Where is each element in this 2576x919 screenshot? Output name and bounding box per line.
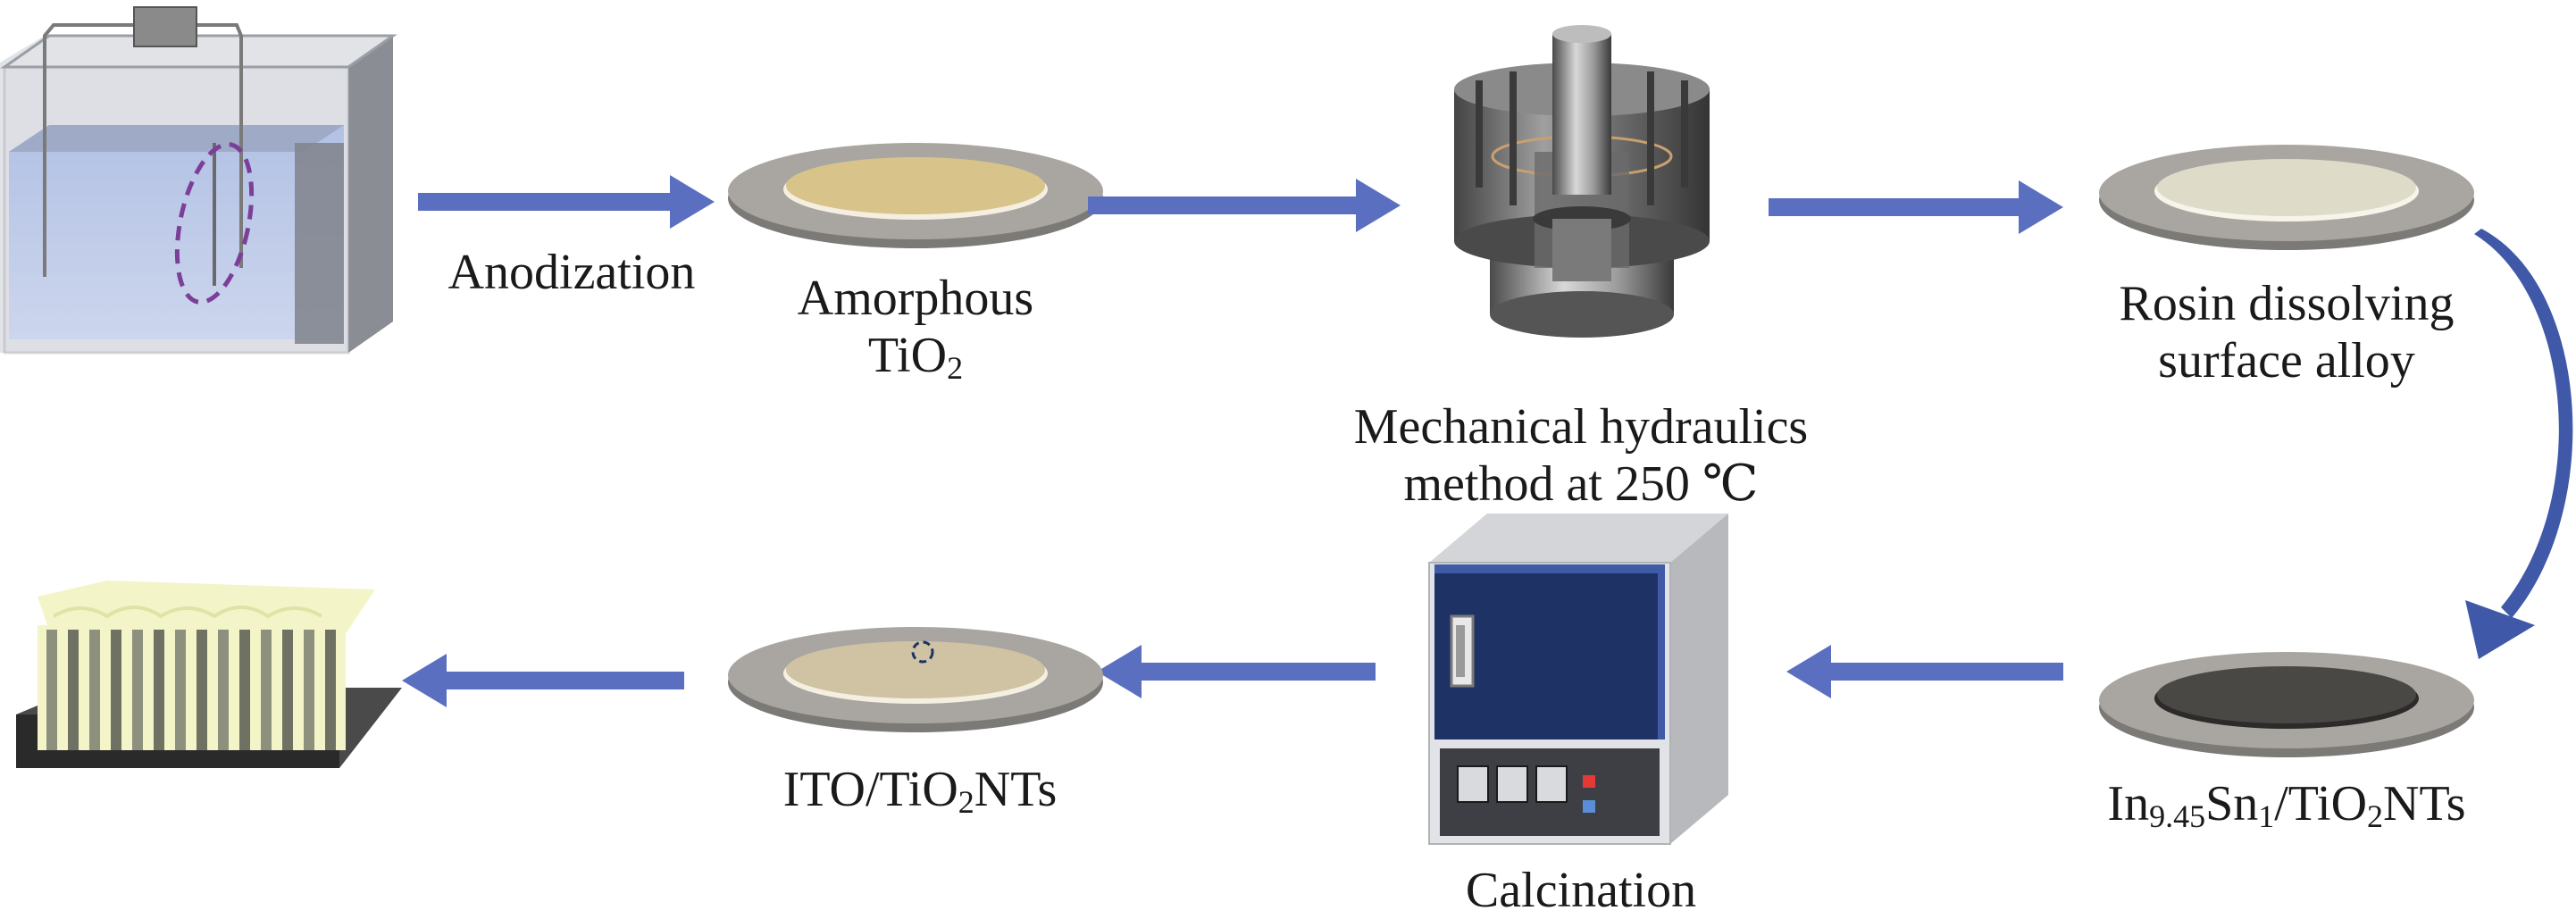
nanotube-wall (46, 630, 57, 750)
amorphous-line1: Amorphous (797, 271, 1034, 326)
arrow-icon (1097, 645, 1376, 698)
nanotube-wall (261, 630, 272, 750)
sample-plate-icon (728, 143, 1103, 248)
sn-text: Sn (2205, 776, 2259, 831)
sn-subscript: 1 (2258, 798, 2275, 834)
muffle-furnace-icon (1428, 514, 1728, 845)
nanotube-wall (325, 630, 336, 750)
ito-subscript: 2 (958, 784, 974, 820)
nanotube-wall (68, 630, 79, 750)
in-sn-tio2-nts-label: In9.45Sn1/TiO2NTs (2019, 775, 2555, 832)
arrow-icon (418, 175, 715, 229)
electrochemical-tank-icon (0, 6, 397, 355)
nts-text: NTs (2383, 776, 2466, 831)
rosin-line1: Rosin dissolving (2119, 276, 2455, 331)
arrow-icon (2465, 229, 2573, 659)
nanotube-wall (175, 630, 186, 750)
nanotube-wall (304, 630, 314, 750)
arrow-icon (402, 654, 684, 707)
in-text: In (2107, 776, 2150, 831)
nanotube-wall (154, 630, 164, 750)
calcination-label: Calcination (1465, 863, 1697, 918)
nanotube-wall (132, 630, 143, 750)
tio-text: /TiO (2274, 776, 2368, 831)
nanotube-wall (111, 630, 121, 750)
arrow-icon (1769, 180, 2063, 234)
anodization-label: Anodization (447, 245, 696, 300)
sample-plate-icon (2099, 652, 2474, 757)
ito-tio-text: ITO/TiO (782, 762, 958, 817)
mechanical-hydraulics-label: Mechanical hydraulics method at 250 ℃ (1277, 398, 1885, 513)
ito-nts-text: NTs (974, 762, 1058, 817)
mechanical-line1: Mechanical hydraulics (1353, 399, 1809, 455)
hydraulic-press-icon (1454, 25, 1710, 338)
in-subscript: 9.45 (2149, 798, 2206, 834)
tio-text: TiO (867, 328, 948, 383)
amorphous-line2: TiO2 (732, 327, 1099, 384)
sample-plate-icon (2099, 145, 2474, 250)
mechanical-line2: method at 250 ℃ (1403, 456, 1759, 512)
subscript-2: 2 (947, 350, 964, 386)
amorphous-tio2-label: Amorphous TiO2 (732, 270, 1099, 384)
rosin-dissolving-label: Rosin dissolving surface alloy (2019, 275, 2555, 389)
nanotube-wall (197, 630, 207, 750)
tio-subscript: 2 (2367, 798, 2384, 834)
nanotube-wall (239, 630, 250, 750)
sample-plate-icon (728, 627, 1103, 732)
nanotube-wall (89, 630, 100, 750)
nanotube-wall (282, 630, 293, 750)
arrow-icon (1088, 179, 1401, 232)
ito-tio2-nts-label: ITO/TiO2NTs (697, 761, 1143, 818)
nanotube-walls (46, 630, 336, 750)
arrow-icon (1786, 645, 2063, 698)
nanotube-wall (218, 630, 229, 750)
rosin-line2: surface alloy (2158, 333, 2415, 388)
